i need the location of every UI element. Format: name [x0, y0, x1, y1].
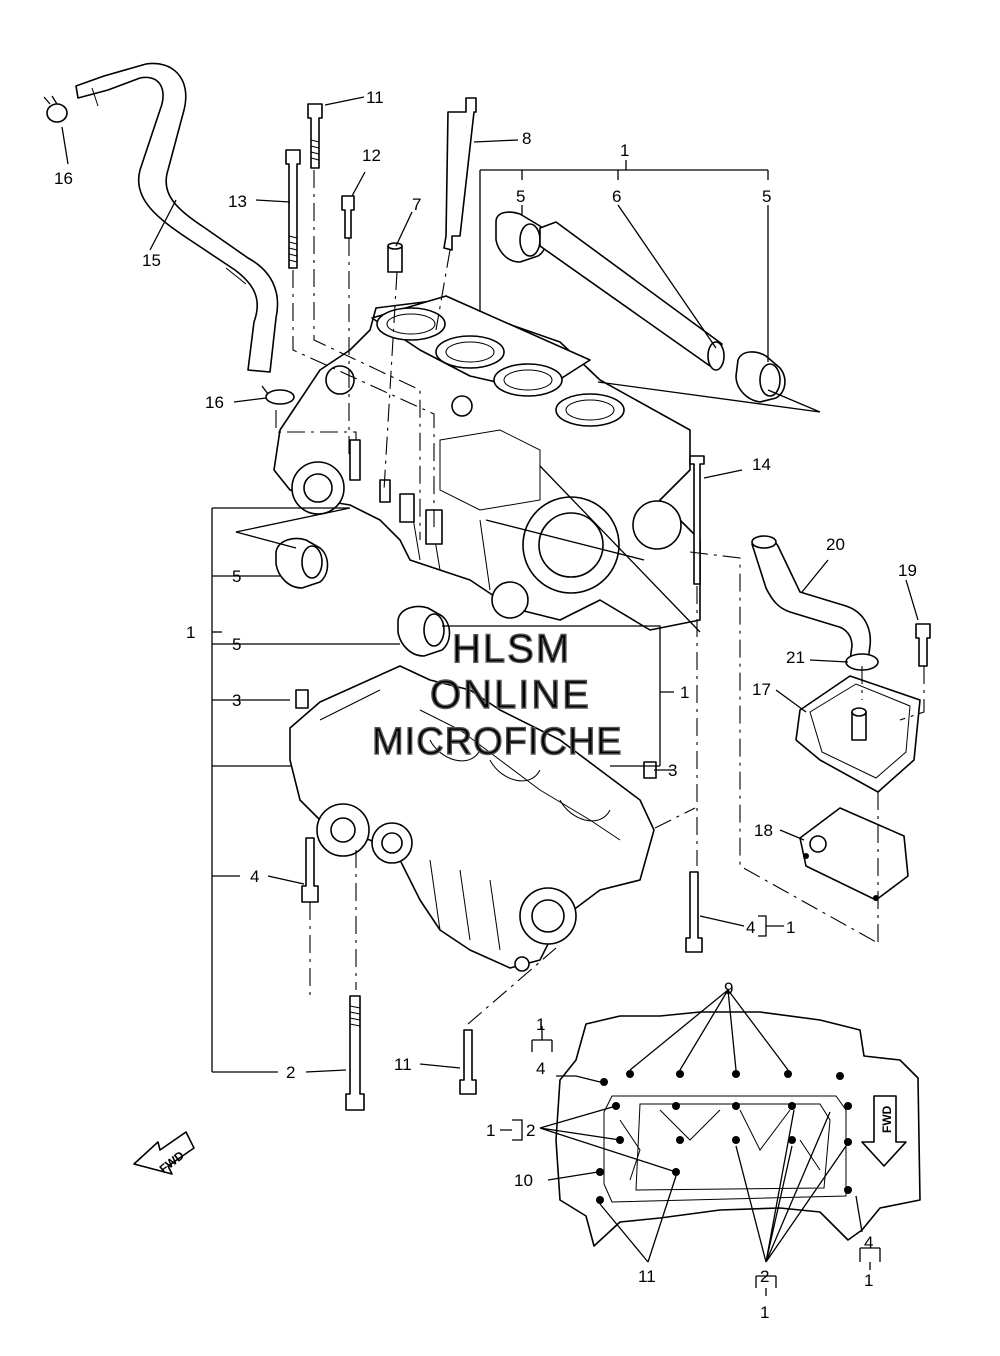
- lower-crankcase: [289, 665, 657, 972]
- damper-5-mid: [397, 605, 451, 657]
- bolt-4-left: [301, 837, 319, 903]
- callout-17: 17: [752, 680, 771, 699]
- damper-5-top-right: [735, 351, 786, 403]
- callout-2-bottom: 2: [286, 1063, 295, 1082]
- callout-11-top: 11: [366, 88, 384, 107]
- callout-11-bottom: 11: [394, 1055, 412, 1074]
- gasket-18: [799, 807, 909, 901]
- fwd-arrow-bottom-view: [861, 1095, 907, 1167]
- callout-18: 18: [754, 821, 773, 840]
- callout-16-top: 16: [54, 169, 73, 188]
- callout-8: 8: [522, 129, 531, 148]
- callout-3-right: 3: [668, 761, 677, 780]
- cover-17: [795, 675, 921, 793]
- callout-2-bv-bottom: 2: [760, 1267, 769, 1286]
- callout-1-top: 1: [620, 141, 629, 160]
- damper-5-top-left: [495, 211, 548, 263]
- upper-crankcase: [273, 295, 701, 631]
- watermark-line2: ONLINE: [430, 673, 591, 717]
- callout-5-left: 5: [232, 567, 241, 586]
- callout-5-top-left: 5: [516, 187, 525, 206]
- fwd-arrow-left: [133, 1131, 195, 1175]
- leader-lines: [61, 96, 925, 1073]
- bolt-4-right: [685, 871, 703, 953]
- callout-1-right-bracket: 1: [786, 918, 795, 937]
- callout-4-left: 4: [250, 867, 259, 886]
- callout-10: 10: [514, 1171, 533, 1190]
- callout-3-left: 3: [232, 691, 241, 710]
- callout-21: 21: [786, 648, 805, 667]
- stud-bolt-8: [443, 97, 477, 251]
- callout-1-left: 1: [186, 623, 195, 642]
- callout-1-bv-left: 1: [486, 1121, 495, 1140]
- callout-1-bv-bottom: 1: [760, 1303, 769, 1322]
- sleeve-6: [539, 221, 725, 371]
- bolt-12: [341, 195, 355, 239]
- callout-20: 20: [826, 535, 845, 554]
- callout-1-mid: 1: [680, 683, 689, 702]
- callout-14: 14: [752, 455, 771, 474]
- bolt-11-bottom: [459, 1029, 477, 1095]
- callout-1-bv-right: 1: [864, 1271, 873, 1290]
- callout-5-mid: 5: [232, 635, 241, 654]
- callout-4-bv-right: 4: [864, 1233, 873, 1252]
- callout-6: 6: [612, 187, 621, 206]
- callout-15: 15: [142, 251, 161, 270]
- callout-4-bv-left: 4: [536, 1059, 545, 1078]
- fwd-label-bottom-view: FWD: [880, 1105, 894, 1133]
- bolt-19: [915, 623, 931, 667]
- callout-7: 7: [412, 195, 421, 214]
- damper-5-left: [275, 537, 329, 589]
- callout-13: 13: [228, 192, 247, 211]
- dowel-pin-7: [387, 242, 403, 273]
- callout-5-top-right: 5: [762, 187, 771, 206]
- watermark-line1: HLSM: [452, 627, 571, 671]
- callout-2-bv-left: 2: [526, 1121, 535, 1140]
- callout-19: 19: [898, 561, 917, 580]
- callout-11-bv: 11: [638, 1267, 656, 1286]
- hose-15: [75, 62, 279, 373]
- callout-12: 12: [362, 146, 381, 165]
- callout-9: 9: [724, 979, 733, 998]
- bolt-2: [345, 995, 365, 1111]
- callout-16-mid: 16: [205, 393, 224, 412]
- clamp-16-mid: [261, 385, 295, 405]
- callout-4-right: 4: [746, 918, 755, 937]
- callout-1-bv-top: 1: [536, 1015, 545, 1034]
- clamp-16-top: [43, 95, 68, 123]
- watermark-line3: MICROFICHE: [372, 721, 623, 763]
- bolt-11-top: [307, 103, 323, 169]
- bolt-13: [285, 149, 301, 269]
- crankcase-bottom-view: [500, 989, 921, 1296]
- stud-bolt-14: [689, 455, 705, 585]
- hose-20: [751, 535, 872, 661]
